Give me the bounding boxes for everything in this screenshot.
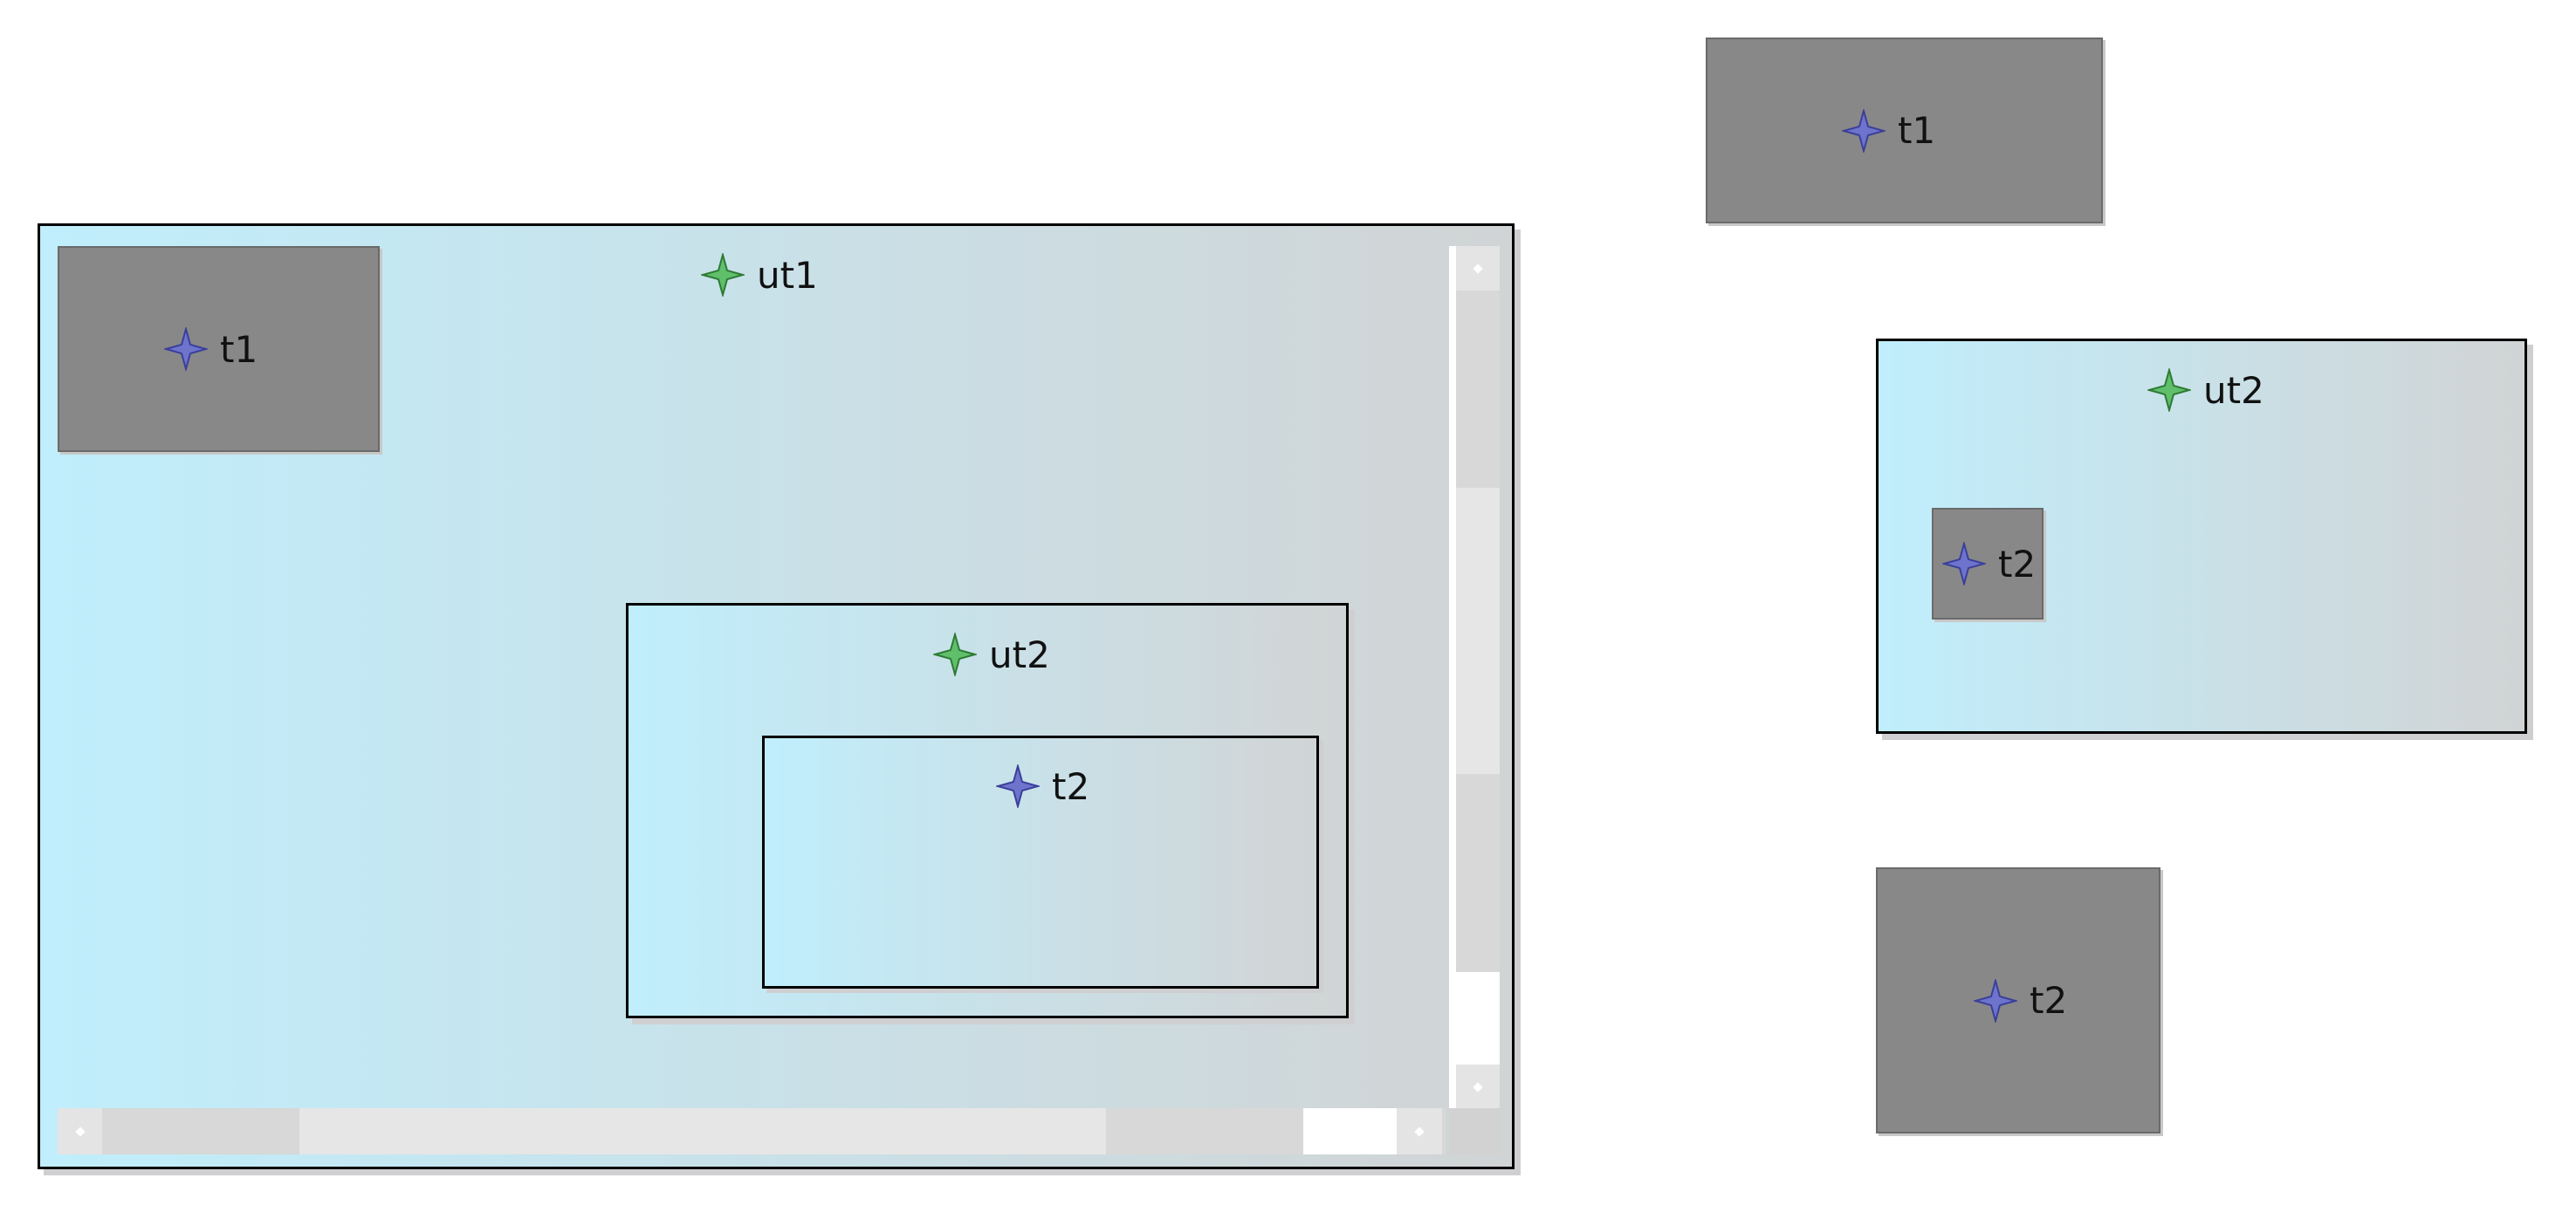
scroll-right-button[interactable] (1397, 1108, 1442, 1154)
task-star-icon (1842, 109, 1886, 153)
task-star-icon (1974, 979, 2017, 1023)
node-label: t2 (1052, 764, 1090, 808)
task-node-t2[interactable]: t2 (1876, 867, 2160, 1133)
node-label: ut2 (2203, 368, 2264, 412)
node-label: t2 (1998, 542, 2037, 586)
node-label: t1 (220, 327, 258, 371)
node-label: t2 (2030, 979, 2068, 1022)
horizontal-scrollbar[interactable] (58, 1108, 1446, 1154)
task-node-t2[interactable]: t2 (762, 736, 1319, 989)
usecase-star-icon (701, 253, 745, 297)
scroll-up-button[interactable] (1456, 246, 1500, 291)
usecase-node-ut2[interactable]: ut2 t2 (626, 603, 1349, 1018)
task-node-t2[interactable]: t2 (1932, 508, 2044, 620)
scroll-down-button[interactable] (1456, 1065, 1500, 1109)
task-star-icon (996, 764, 1040, 808)
scroll-track-end (1456, 972, 1500, 1065)
scroll-thumb-vertical[interactable] (1456, 488, 1500, 774)
scroll-thumb-horizontal[interactable] (299, 1108, 1106, 1154)
task-star-icon (1942, 542, 1986, 586)
scrollbar-corner (1449, 1108, 1500, 1154)
scroll-track-end (1303, 1108, 1397, 1154)
task-node-t1[interactable]: t1 (58, 246, 380, 452)
node-label: t1 (1898, 109, 1936, 152)
node-label: ut1 (757, 253, 818, 297)
usecase-node-ut1[interactable]: ut1 t1 ut2 t2 (38, 223, 1515, 1169)
task-star-icon (164, 327, 208, 371)
scroll-left-button[interactable] (58, 1108, 102, 1154)
task-node-t1[interactable]: t1 (1706, 38, 2103, 223)
vertical-scrollbar[interactable] (1449, 246, 1500, 1111)
usecase-star-icon (2147, 368, 2191, 412)
node-label: ut2 (989, 633, 1050, 676)
usecase-star-icon (933, 633, 977, 676)
usecase-node-ut2[interactable]: ut2 t2 (1876, 339, 2527, 734)
